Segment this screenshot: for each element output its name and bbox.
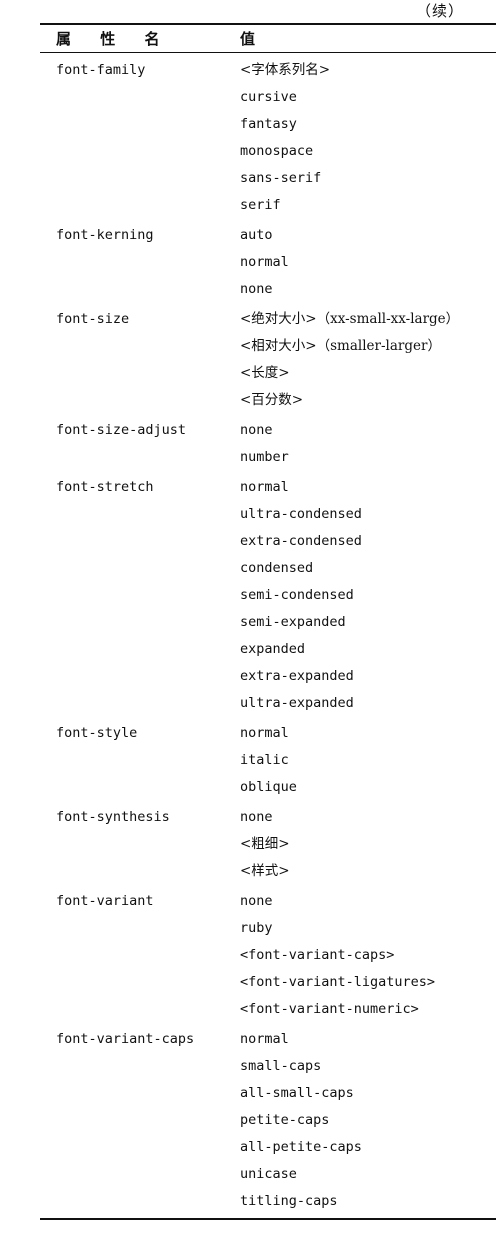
property-name: font-stretch bbox=[56, 479, 154, 495]
property-value: normal bbox=[240, 479, 289, 495]
property-value: <绝对大小>（xx-small-xx-large） bbox=[240, 311, 460, 327]
property-values: none number bbox=[240, 417, 496, 471]
table-row: font-variant none ruby <font-variant-caps> <… bbox=[40, 888, 496, 1023]
property-value: ultra-expanded bbox=[240, 695, 354, 711]
property-name: font-size bbox=[56, 311, 130, 327]
property-value: none bbox=[240, 281, 273, 297]
property-value: ultra-condensed bbox=[240, 506, 362, 522]
table-row: font-kerning auto normal none bbox=[40, 222, 496, 303]
bottom-rule bbox=[40, 1218, 496, 1220]
property-name: font-size-adjust bbox=[56, 422, 187, 438]
property-name: font-synthesis bbox=[56, 809, 170, 825]
continued-label: （续） bbox=[415, 2, 464, 20]
property-value: small-caps bbox=[240, 1058, 322, 1074]
property-value: none bbox=[240, 893, 273, 909]
property-values: none <粗细> <样式> bbox=[240, 804, 496, 885]
property-values: <字体系列名> cursive fantasy monospace sans-serif… bbox=[240, 57, 496, 219]
property-values: auto normal none bbox=[240, 222, 496, 303]
property-value: all-petite-caps bbox=[240, 1139, 362, 1155]
property-value: extra-condensed bbox=[240, 533, 362, 549]
property-value: <font-variant-caps> bbox=[240, 947, 395, 963]
property-value: normal bbox=[240, 725, 289, 741]
property-value: semi-condensed bbox=[240, 587, 354, 603]
header-rule bbox=[40, 52, 496, 53]
property-values: normal ultra-condensed extra-condensed cond… bbox=[240, 474, 496, 717]
property-value: condensed bbox=[240, 560, 314, 576]
top-rule bbox=[40, 23, 496, 25]
property-value: number bbox=[240, 449, 289, 465]
property-value: <样式> bbox=[240, 863, 290, 879]
property-value: extra-expanded bbox=[240, 668, 354, 684]
property-value: normal bbox=[240, 1031, 289, 1047]
table-body: font-family <字体系列名> cursive fantasy monospac… bbox=[40, 53, 496, 1215]
property-value: semi-expanded bbox=[240, 614, 346, 630]
property-value: none bbox=[240, 809, 273, 825]
table-row: font-size <绝对大小>（xx-small-xx-large） <相对大小>… bbox=[40, 306, 496, 414]
property-value: cursive bbox=[240, 89, 297, 105]
property-value: <相对大小>（smaller-larger） bbox=[240, 338, 441, 354]
property-value: <字体系列名> bbox=[240, 62, 331, 78]
property-name: font-kerning bbox=[56, 227, 154, 243]
property-value: <font-variant-ligatures> bbox=[240, 974, 436, 990]
property-name: font-variant bbox=[56, 893, 154, 909]
table-row: font-family <字体系列名> cursive fantasy monospac… bbox=[40, 57, 496, 219]
header-property-name: 属 性 名 bbox=[56, 30, 172, 48]
property-value: unicase bbox=[240, 1166, 297, 1182]
header-value: 值 bbox=[240, 30, 256, 48]
property-value: petite-caps bbox=[240, 1112, 330, 1128]
property-value: <font-variant-numeric> bbox=[240, 1001, 419, 1017]
table-row: font-variant-caps normal small-caps all-sma… bbox=[40, 1026, 496, 1215]
table-row: font-style normal italic oblique bbox=[40, 720, 496, 801]
property-name: font-style bbox=[56, 725, 138, 741]
property-value: <长度> bbox=[240, 365, 290, 381]
table-row: font-synthesis none <粗细> <样式> bbox=[40, 804, 496, 885]
property-name: font-family bbox=[56, 62, 146, 78]
property-value: normal bbox=[240, 254, 289, 270]
property-table: 属 性 名 值 font-family <字体系列名> cursive fantasy… bbox=[40, 23, 496, 1220]
property-values: none ruby <font-variant-caps> <font-variant… bbox=[240, 888, 496, 1023]
property-values: normal italic oblique bbox=[240, 720, 496, 801]
table-row: font-size-adjust none number bbox=[40, 417, 496, 471]
property-value: <粗细> bbox=[240, 836, 290, 852]
property-value: all-small-caps bbox=[240, 1085, 354, 1101]
property-value: sans-serif bbox=[240, 170, 322, 186]
property-values: normal small-caps all-small-caps petite-cap… bbox=[240, 1026, 496, 1215]
property-value: italic bbox=[240, 752, 289, 768]
property-value: none bbox=[240, 422, 273, 438]
property-values: <绝对大小>（xx-small-xx-large） <相对大小>（smaller-… bbox=[240, 306, 496, 414]
table-row: font-stretch normal ultra-condensed extra-c… bbox=[40, 474, 496, 717]
table-header: 属 性 名 值 bbox=[40, 25, 496, 52]
property-value: <百分数> bbox=[240, 392, 304, 408]
property-value: expanded bbox=[240, 641, 306, 657]
property-value: monospace bbox=[240, 143, 314, 159]
property-value: fantasy bbox=[240, 116, 297, 132]
property-value: ruby bbox=[240, 920, 273, 936]
property-name: font-variant-caps bbox=[56, 1031, 195, 1047]
property-value: serif bbox=[240, 197, 281, 213]
property-value: titling-caps bbox=[240, 1193, 338, 1209]
property-value: auto bbox=[240, 227, 273, 243]
property-value: oblique bbox=[240, 779, 297, 795]
